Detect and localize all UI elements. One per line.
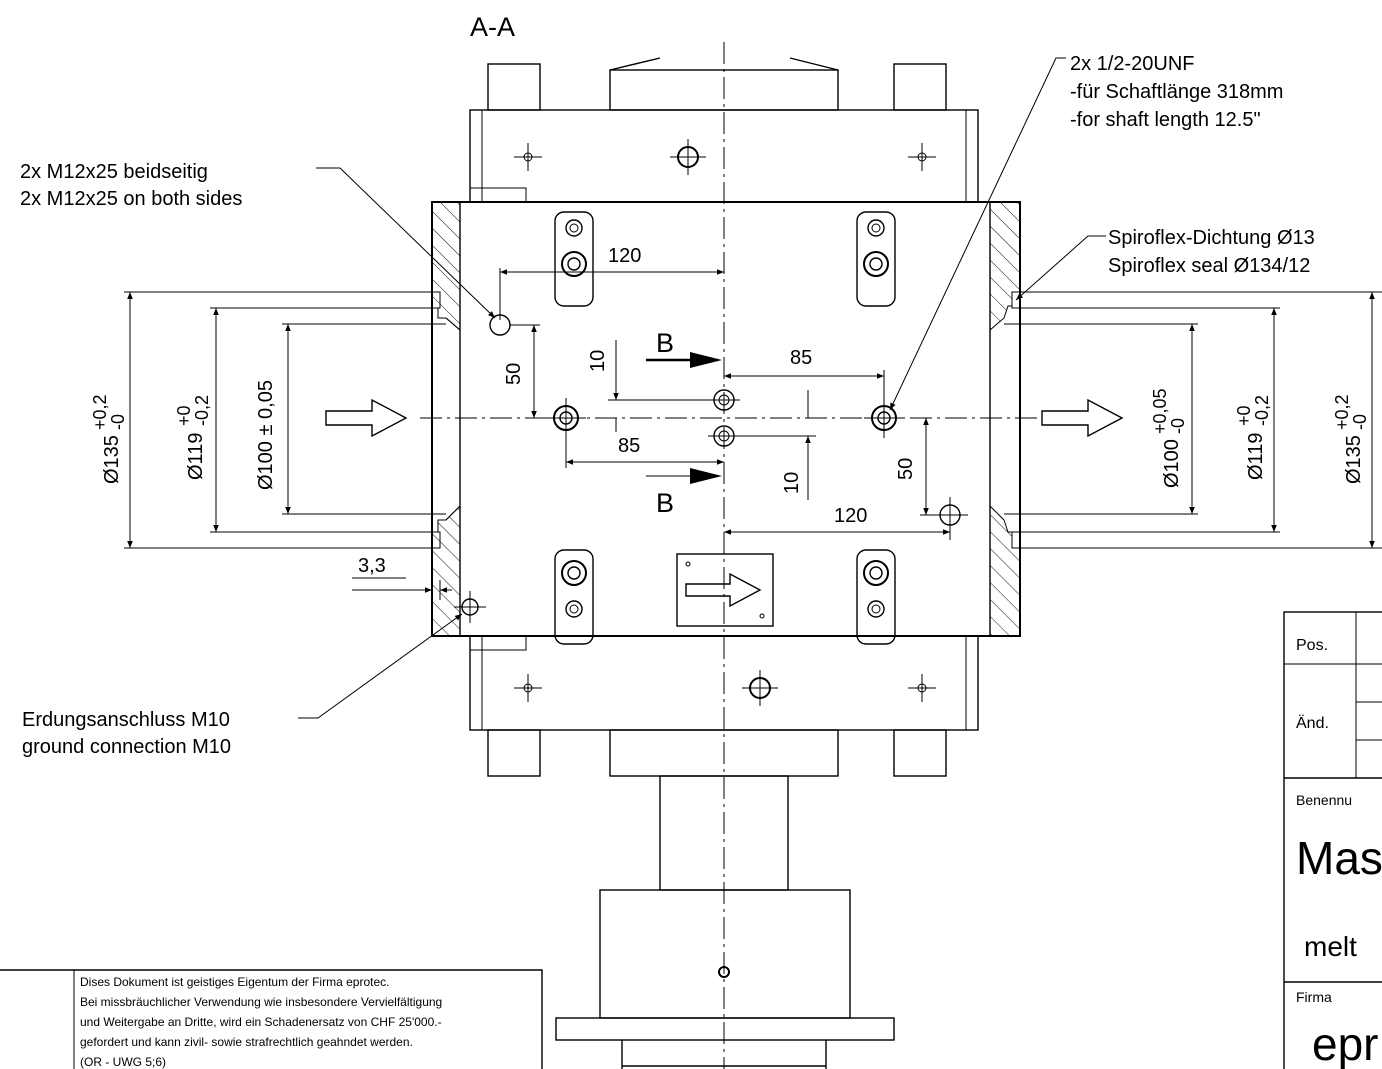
dim-85-bottom: 85 [618,435,640,457]
callout-m12-1: 2x M12x25 beidseitig [20,161,208,183]
dim-d100-right-tol-lo: -0 [1168,418,1188,434]
dim-d119-left-tol-lo: -0,2 [192,395,212,426]
drawing-title: Mas [1296,832,1382,884]
notice-line-4: gefordert und kann zivil- sowie strafrec… [80,1035,413,1049]
dim-d135-left-tol-up: +0,2 [90,394,110,430]
firma-name: epr [1312,1018,1378,1069]
holes [454,139,968,978]
dim-3-3: 3,3 [358,555,386,577]
pin-hole [670,139,706,175]
dimension-lines [124,268,1382,600]
shaft-hole-upper [708,389,740,411]
dim-d119-left-tol-up: +0 [174,405,194,426]
slot-top-right [856,211,896,307]
dim-d100-right-tol-up: +0,05 [1150,388,1170,434]
section-marker-top: B [656,328,674,358]
pos-label: Pos. [1296,637,1328,654]
dim-120-bottom: 120 [834,505,867,527]
dim-10-top: 10 [587,350,609,372]
right-wall-hatch [989,201,1021,332]
inlet-flow-arrow-icon [325,398,408,438]
dim-d135-left-tol-lo: -0 [108,414,128,430]
dim-d135-right-tol-up: +0,2 [1332,394,1352,430]
dim-85-top: 85 [790,347,812,369]
crosshair-hole [514,674,542,702]
dim-50-right: 50 [895,458,917,480]
crosshair-hole [908,674,936,702]
motor-hole [718,966,730,978]
dim-d100-right: Ø100 [1161,439,1183,488]
firma-label: Firma [1296,989,1332,1005]
drawing-subtitle: melt [1304,931,1357,962]
housing-body [431,57,1021,1069]
callout-ground-2: ground connection M10 [22,736,231,758]
slot-bottom-right [856,549,896,645]
notice-line-3: und Weitergabe an Dritte, wird ein Schad… [80,1015,442,1029]
main-body [431,201,1021,637]
top-stub-left [487,63,541,111]
title-block: Pos. Änd. Benennu Mas melt Firma epr [1283,611,1382,1069]
callout-m12-2: 2x M12x25 on both sides [20,188,242,210]
flow-arrow-icon [685,572,762,608]
top-stub-right [893,63,947,111]
dim-120-top: 120 [608,245,641,267]
outlet-flow-arrow-icon [1041,398,1124,438]
section-marker-bottom: B [656,488,674,518]
callout-seal-1: Spiroflex-Dichtung Ø13 [1108,227,1315,249]
slot-bottom-left [554,549,594,645]
dim-d119-right-tol-lo: -0,2 [1252,395,1272,426]
callout-unf-3: -for shaft length 12.5" [1070,109,1261,131]
callout-unf-2: -für Schaftlänge 318mm [1070,81,1283,103]
crosshair-hole [514,143,542,171]
dim-d119-right-tol-up: +0 [1234,405,1254,426]
thread-hole-left [546,398,586,438]
dim-d100-left: Ø100 ± 0,05 [255,380,277,490]
bottom-stub-right [893,729,947,777]
shaft-hole-lower [708,425,740,447]
dim-d119-right: Ø119 [1245,433,1267,480]
copyright-notice: Dises Dokument ist geistiges Eigentum de… [0,969,543,1069]
motor-flange [555,1017,895,1041]
callout-seal-2: Spiroflex seal Ø134/12 [1108,255,1310,277]
notice-line-2: Bei missbräuchlicher Verwendung wie insb… [80,995,442,1009]
leader-lines [298,57,1106,719]
section-label: A-A [470,12,515,42]
dim-d135-right-tol-lo: -0 [1350,414,1370,430]
pin-hole [742,670,778,706]
dim-d119-left: Ø119 [185,433,207,480]
dim-10-bottom: 10 [781,472,803,494]
motor-block [599,889,851,1019]
ground-hole [454,591,486,623]
notice-line-1: Dises Dokument ist geistiges Eigentum de… [80,975,389,989]
nameplate [676,553,774,627]
benennung-label: Benennu [1296,792,1352,808]
callout-unf-1: 2x 1/2-20UNF [1070,53,1195,75]
dim-d135-right: Ø135 [1343,435,1365,484]
notice-line-5: (OR - UWG 5;6) [80,1055,166,1069]
slot-top-left [554,211,594,307]
dim-d135-left: Ø135 [101,435,123,484]
bottom-stub-left [487,729,541,777]
crosshair-hole [908,143,936,171]
callout-ground-1: Erdungsanschluss M10 [22,709,230,731]
left-wall-hatch [431,201,461,332]
thread-hole-right [864,398,904,438]
dim-50-left: 50 [503,363,525,385]
and-label: Änd. [1296,714,1329,732]
